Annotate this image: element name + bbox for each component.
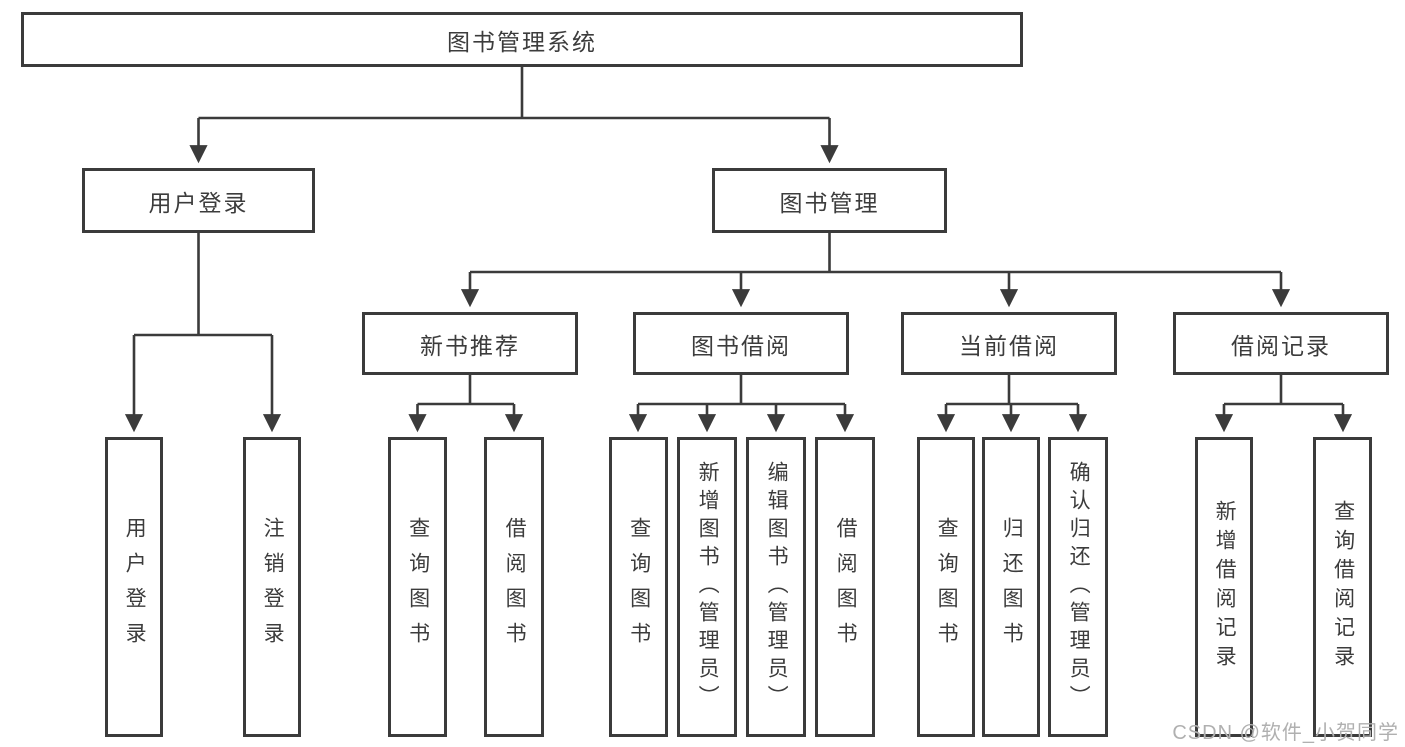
leaf-cb-confirm-return-admin-label: 确认归还（管理员）: [1067, 461, 1091, 713]
branch-book-borrowing: [638, 373, 845, 406]
node-new-book-recommendation: 新书推荐: [362, 312, 578, 375]
leaf-cb-query-book: 查询图书: [917, 437, 975, 737]
branch-borrowing-records: [1224, 373, 1343, 406]
leaf-user-login-label: 用户登录: [123, 517, 147, 657]
node-borrowing-records: 借阅记录: [1173, 312, 1389, 375]
node-book-borrowing: 图书借阅: [633, 312, 849, 375]
leaf-cb-confirm-return-admin: 确认归还（管理员）: [1048, 437, 1108, 737]
leaf-cb-query-book-label: 查询图书: [935, 517, 959, 657]
branch-new-book-recommendation: [417, 373, 514, 406]
leaf-logout: 注销登录: [243, 437, 301, 737]
leaf-bb-add-book-admin-label: 新增图书（管理员）: [696, 461, 720, 713]
leaf-user-login: 用户登录: [105, 437, 163, 737]
leaf-nb-query-book: 查询图书: [388, 437, 447, 737]
node-current-borrowing: 当前借阅: [901, 312, 1117, 375]
leaf-cb-return-book-label: 归还图书: [1000, 517, 1024, 657]
watermark-text: CSDN @软件_小贺同学: [1172, 722, 1399, 744]
leaf-bb-edit-book-admin: 编辑图书（管理员）: [746, 437, 806, 737]
branch-user-login: [134, 233, 272, 337]
branch-root-to-level2: [198, 67, 830, 120]
branch-current-borrowing: [946, 373, 1078, 406]
leaf-bb-edit-book-admin-label: 编辑图书（管理员）: [765, 461, 789, 713]
node-user-login: 用户登录: [82, 168, 315, 233]
leaf-cb-return-book: 归还图书: [982, 437, 1040, 737]
leaf-bb-query-book: 查询图书: [609, 437, 668, 737]
leaf-nb-borrow-book: 借阅图书: [484, 437, 544, 737]
leaf-nb-query-book-label: 查询图书: [406, 517, 430, 657]
leaf-br-add-record: 新增借阅记录: [1195, 437, 1253, 737]
leaf-bb-add-book-admin: 新增图书（管理员）: [677, 437, 737, 737]
leaf-br-query-record-label: 查询借阅记录: [1331, 500, 1355, 674]
leaf-br-query-record: 查询借阅记录: [1313, 437, 1372, 737]
leaf-nb-borrow-book-label: 借阅图书: [503, 517, 527, 657]
leaf-br-add-record-label: 新增借阅记录: [1213, 500, 1237, 674]
node-library-management-system: 图书管理系统: [21, 12, 1023, 67]
node-book-management: 图书管理: [712, 168, 947, 233]
leaf-logout-label: 注销登录: [261, 517, 285, 657]
branch-book-management: [470, 233, 1281, 274]
leaf-bb-query-book-label: 查询图书: [627, 517, 651, 657]
leaf-bb-borrow-book-label: 借阅图书: [834, 517, 858, 657]
leaf-bb-borrow-book: 借阅图书: [815, 437, 875, 737]
